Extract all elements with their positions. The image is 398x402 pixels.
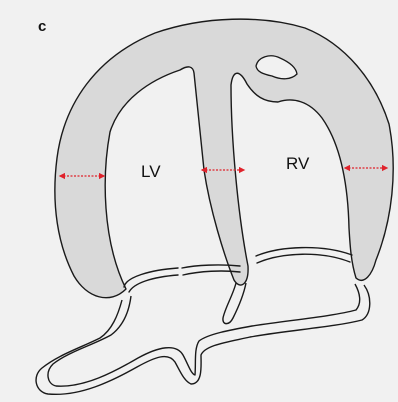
left-ventricle-label: LV xyxy=(141,162,161,182)
atrial-outline-inner xyxy=(48,284,360,386)
atrial-outline xyxy=(36,285,370,394)
septum-extension xyxy=(223,283,246,324)
right-ventricle-label: RV xyxy=(286,154,309,174)
myocardial-wall xyxy=(55,19,393,298)
panel-letter: c xyxy=(38,18,46,35)
